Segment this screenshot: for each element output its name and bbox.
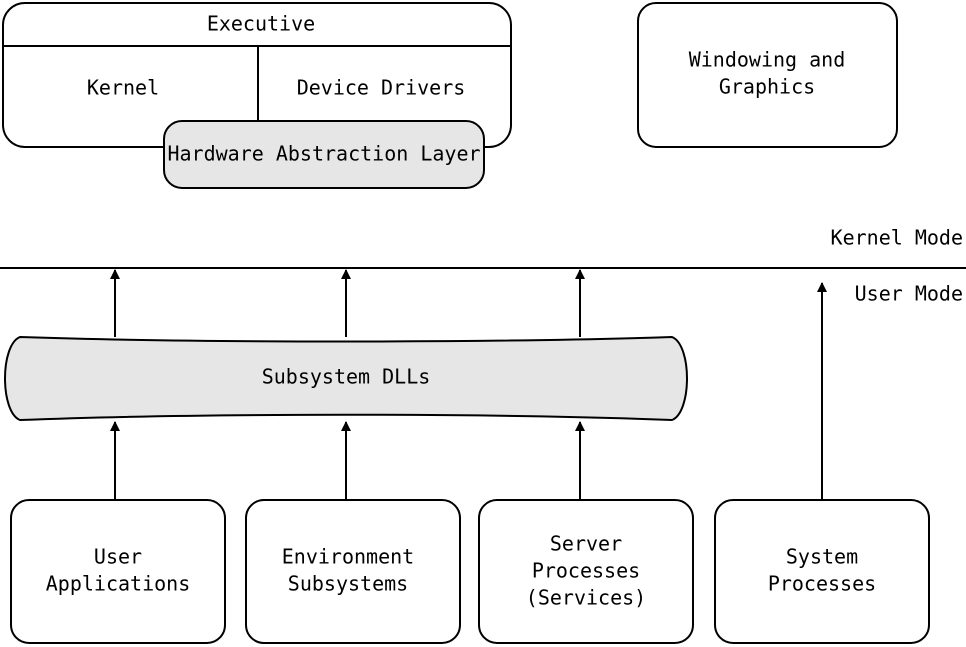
environment-subsystems-label-line1: Environment [282,545,414,569]
user-mode-label: User Mode [855,282,963,306]
server-processes-label-line3: (Services) [526,586,646,610]
subsystem-dlls-block: Subsystem DLLs [4,335,688,422]
user-applications-label-line2: Applications [46,572,191,596]
windowing-graphics-label-line1: Windowing and [689,48,846,72]
windowing-graphics-box [637,2,898,148]
system-processes-box [714,499,930,644]
kernel-label: Kernel [87,76,159,100]
environment-subsystems-box [245,499,461,644]
server-processes-label-line2: Processes [532,559,640,583]
user-applications-block: User Applications [10,499,226,644]
hal-label: Hardware Abstraction Layer [167,142,480,166]
server-processes-box [478,499,694,644]
environment-subsystems-block: Environment Subsystems [245,499,461,644]
hal-box [163,120,485,189]
system-processes-label-line2: Processes [768,572,876,596]
subsystem-dlls-label: Subsystem DLLs [262,365,431,389]
system-processes-label-line1: System [786,545,858,569]
device-drivers-label: Device Drivers [297,76,466,100]
system-processes-block: System Processes [714,499,930,644]
server-processes-label-line1: Server [550,532,622,556]
windowing-graphics-label-line2: Graphics [719,75,815,99]
windowing-graphics-block: Windowing and Graphics [637,2,898,148]
executive-block: Executive Kernel Device Drivers [2,2,512,148]
server-processes-block: Server Processes (Services) [478,499,694,644]
executive-label: Executive [207,12,315,36]
user-applications-label-line1: User [94,545,142,569]
subsystem-dlls-box [4,335,688,422]
kernel-mode-label: Kernel Mode [831,226,963,250]
hal-block: Hardware Abstraction Layer [163,120,485,189]
user-applications-box [10,499,226,644]
environment-subsystems-label-line2: Subsystems [288,572,408,596]
